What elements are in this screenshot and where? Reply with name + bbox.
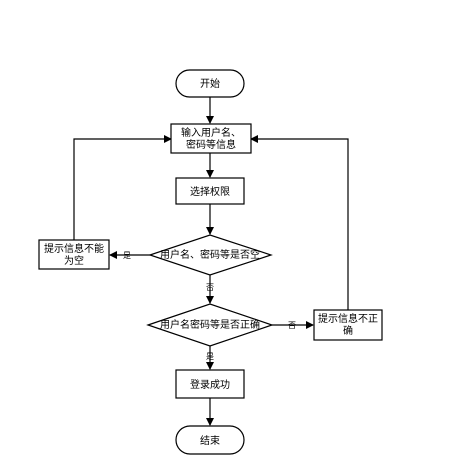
connectors: [73, 97, 349, 426]
select-process-shape: [175, 177, 245, 205]
input-process-shape: [170, 123, 252, 154]
edge-label-empty-no: 否: [206, 283, 214, 292]
empty-msg-node-label-line-2: 为空: [64, 254, 84, 267]
edge-label-empty-yes: 是: [123, 251, 131, 260]
empty-msg-node-label-line-1: 提示信息不能: [44, 242, 104, 255]
input-node: 输入用户名、 密码等信息: [170, 123, 252, 154]
edge-wrong-msg-loop-to-input: [250, 135, 349, 310]
input-node-label-line-2: 密码等信息: [186, 138, 236, 151]
check-empty-node-label: 用户名、密码等是否空: [160, 248, 260, 261]
wrong-msg-node-label-line-2: 确: [343, 324, 353, 337]
start-node-label: 开始: [200, 77, 220, 90]
check-correct-node: 用户名密码等是否正确: [146, 303, 274, 347]
check-correct-node-label: 用户名密码等是否正确: [160, 318, 260, 331]
end-node-label: 结束: [200, 434, 220, 447]
check-empty-node: 用户名、密码等是否空: [148, 234, 273, 276]
edge-empty-msg-loop-to-input: [73, 135, 172, 240]
wrong-msg-node-label-line-1: 提示信息不正: [318, 312, 378, 325]
wrong-msg-process-shape: [313, 309, 383, 341]
success-node-label: 登录成功: [190, 378, 230, 391]
empty-msg-node: 提示信息不能 为空: [38, 239, 110, 270]
select-node-label: 选择权限: [190, 185, 230, 198]
success-node: 登录成功: [175, 369, 245, 399]
wrong-msg-node: 提示信息不正 确: [313, 309, 383, 341]
success-process-shape: [175, 369, 245, 399]
start-node: 开始: [175, 69, 245, 98]
end-terminator-shape: [175, 425, 245, 455]
empty-msg-process-shape: [38, 239, 110, 270]
input-node-label-line-1: 输入用户名、: [181, 126, 241, 139]
check-empty-decision-shape: [148, 234, 273, 276]
edge-labels: 是 否 否 是: [123, 251, 296, 361]
edge-label-correct-yes: 是: [206, 352, 214, 361]
check-correct-decision-shape: [146, 303, 274, 347]
start-terminator-shape: [175, 69, 245, 98]
edge-label-correct-no: 否: [288, 321, 296, 330]
end-node: 结束: [175, 425, 245, 455]
select-node: 选择权限: [175, 177, 245, 205]
